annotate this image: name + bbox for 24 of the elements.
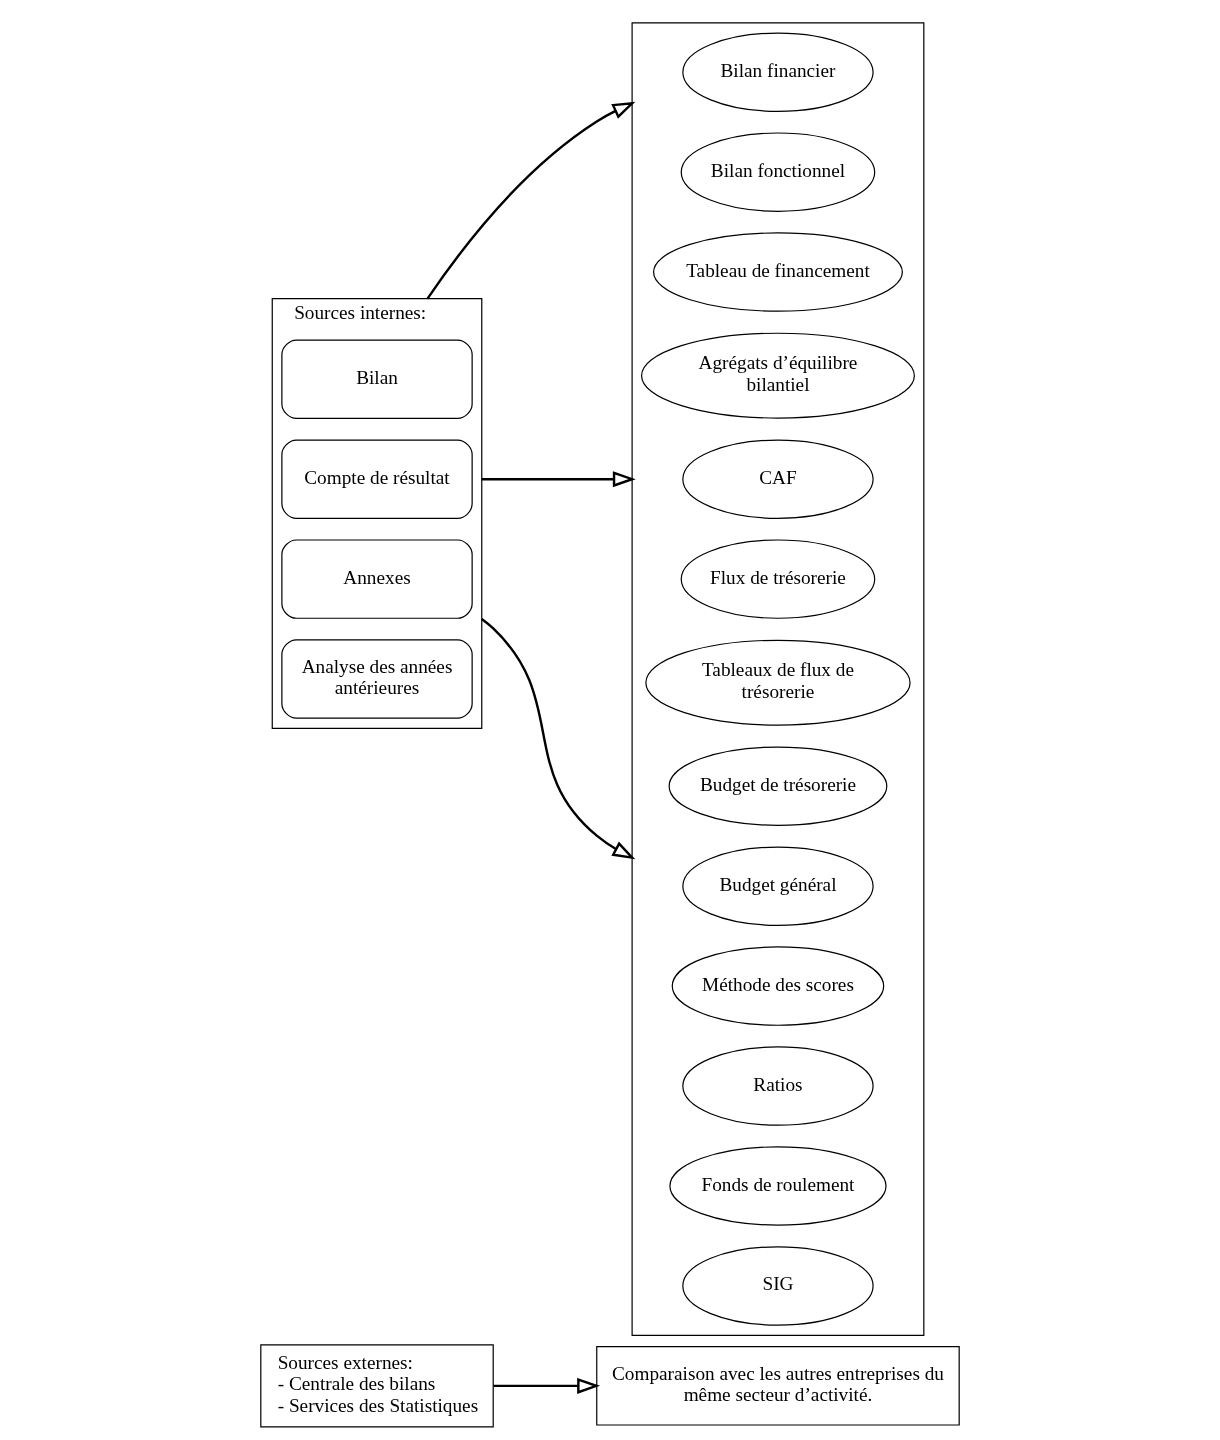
node-ellipse: Ratios [682,1046,874,1126]
arrow [493,1377,601,1394]
node-ellipse: SIG [682,1246,874,1326]
node-ellipse: Tableau de financement [653,232,903,312]
node-ellipse: Bilan fonctionnel [680,132,876,212]
node-ellipse: Tableaux de flux de trésorerie [645,639,911,726]
node-box: Compte de résultat [281,439,473,519]
arrow [426,101,636,300]
node-box: Analyse des années antérieures [281,639,473,719]
node-ellipse: Flux de trésorerie [680,539,876,619]
node-box: Comparaison avec les autres entreprises du même secteur d’activité. [596,1346,960,1426]
cluster [631,22,925,1336]
node-box: Sources externes: - Centrale des bilans - Services des Statistiques [260,1344,494,1428]
node-box: Annexes [281,539,473,619]
arrow [481,618,636,860]
node-ellipse: Budget général [682,846,874,926]
arrow [481,471,636,488]
node-ellipse: Agrégats d’équilibre bilantiel [641,332,915,419]
node-box: Bilan [281,339,473,419]
node-ellipse: Bilan financier [682,32,874,112]
node-ellipse: CAF [682,439,874,519]
node-ellipse: Méthode des scores [671,946,885,1026]
node-ellipse: Budget de trésorerie [668,746,888,826]
node-ellipse: Fonds de roulement [669,1146,887,1226]
